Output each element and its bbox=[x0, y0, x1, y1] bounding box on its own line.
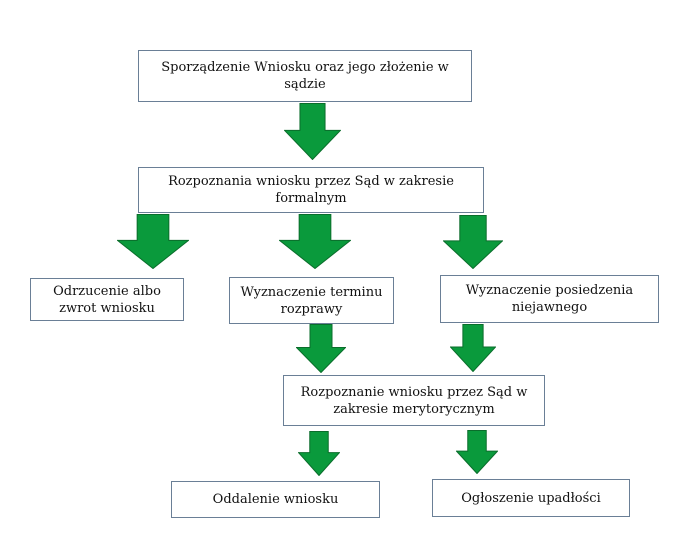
node-formal-review-label: Rozpoznania wniosku przez Sąd w zakresie… bbox=[168, 174, 454, 206]
arrow-submit-to-formal bbox=[284, 103, 341, 160]
node-bankruptcy-label: Ogłoszenie upadłości bbox=[461, 490, 601, 506]
arrow-hearing-to-merits bbox=[296, 324, 346, 373]
arrow-formal-to-closed-session bbox=[443, 215, 503, 269]
arrow-formal-to-hearing bbox=[279, 214, 351, 269]
node-submit: Sporządzenie Wniosku oraz jego złożenie … bbox=[138, 50, 472, 102]
node-hearing: Wyznaczenie terminu rozprawy bbox=[229, 277, 394, 324]
node-closed-session-label: Wyznaczenie posiedzenia niejawnego bbox=[465, 283, 634, 315]
node-merits-review: Rozpoznanie wniosku przez Sąd w zakresie… bbox=[283, 375, 545, 426]
node-reject: Odrzucenie albo zwrot wniosku bbox=[30, 278, 184, 321]
node-dismissal-label: Oddalenie wniosku bbox=[212, 492, 339, 507]
arrow-merits-to-bankruptcy bbox=[456, 430, 498, 474]
node-dismissal: Oddalenie wniosku bbox=[171, 481, 380, 518]
node-reject-label: Odrzucenie albo zwrot wniosku bbox=[53, 283, 161, 316]
node-submit-label: Sporządzenie Wniosku oraz jego złożenie … bbox=[161, 60, 449, 92]
node-formal-review: Rozpoznania wniosku przez Sąd w zakresie… bbox=[138, 167, 484, 213]
node-bankruptcy: Ogłoszenie upadłości bbox=[432, 479, 630, 517]
arrow-formal-to-reject bbox=[117, 214, 189, 269]
node-hearing-label: Wyznaczenie terminu rozprawy bbox=[240, 284, 383, 317]
node-closed-session: Wyznaczenie posiedzenia niejawnego bbox=[440, 275, 659, 323]
arrow-merits-to-dismissal bbox=[298, 431, 340, 476]
arrow-closed-session-to-merits bbox=[450, 324, 496, 372]
node-merits-review-label: Rozpoznanie wniosku przez Sąd w zakresie… bbox=[300, 384, 528, 417]
